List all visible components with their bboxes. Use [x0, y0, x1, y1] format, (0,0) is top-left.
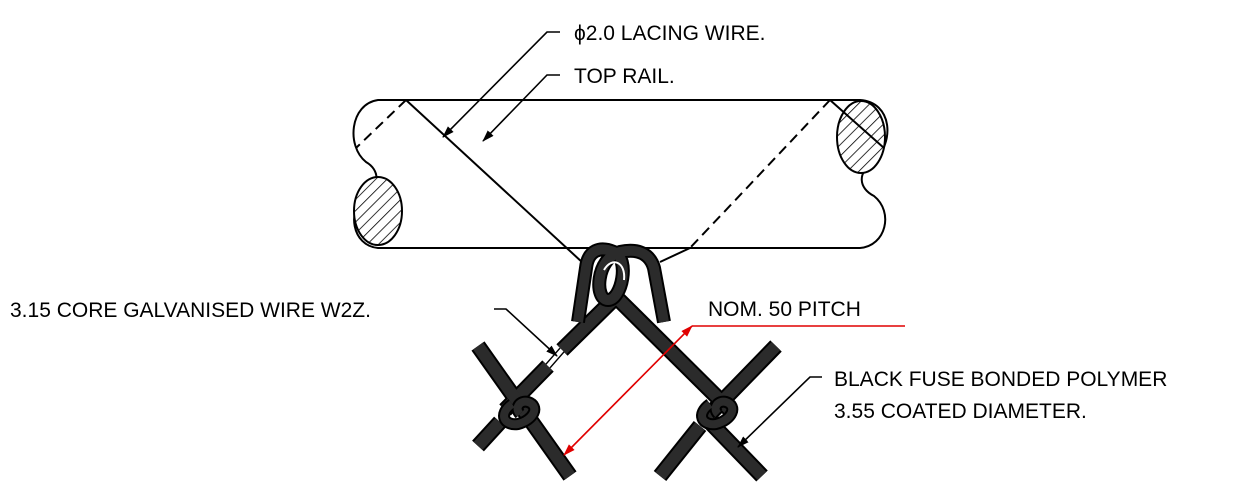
coating-label-line1: BLACK FUSE BONDED POLYMER	[834, 368, 1167, 391]
rail-section-right	[836, 100, 886, 174]
callout-lacing-wire: ϕ2.0 LACING WIRE.	[442, 22, 765, 138]
lacing-wire-label: ϕ2.0 LACING WIRE.	[574, 22, 765, 45]
top-rail-outline	[352, 99, 889, 249]
chain-link-mesh	[471, 242, 782, 482]
lacing-wire-front-upper	[829, 99, 885, 149]
callout-coating: BLACK FUSE BONDED POLYMER 3.55 COATED DI…	[737, 368, 1167, 448]
lacing-wire-leader	[442, 31, 560, 138]
top-rail-label: TOP RAIL.	[574, 65, 675, 88]
mesh-top-hook	[571, 242, 671, 324]
mesh-knuckle-right	[696, 395, 739, 431]
lacing-wire-front-right	[659, 247, 691, 263]
lacing-wire-hidden-right	[689, 99, 831, 249]
pitch-dimension-line	[563, 325, 693, 456]
lacing-wire	[355, 99, 885, 264]
core-wire-label: 3.15 CORE GALVANISED WIRE W2Z.	[10, 299, 371, 322]
coating-leader	[737, 376, 822, 448]
lacing-wire-hidden-left	[355, 99, 407, 149]
mesh-knuckle-left	[498, 395, 541, 431]
rail-section-left	[353, 176, 403, 246]
lacing-wire-front	[405, 99, 584, 264]
callout-core-wire: 3.15 CORE GALVANISED WIRE W2Z.	[10, 299, 558, 357]
top-rail-leader	[482, 74, 560, 142]
callout-top-rail: TOP RAIL.	[482, 65, 675, 142]
top-rail	[352, 99, 889, 249]
pitch-label: NOM. 50 PITCH	[708, 298, 861, 321]
coating-label-line2: 3.55 COATED DIAMETER.	[834, 400, 1087, 423]
pitch-dimension: NOM. 50 PITCH	[563, 298, 905, 456]
core-wire-leader	[494, 308, 558, 357]
